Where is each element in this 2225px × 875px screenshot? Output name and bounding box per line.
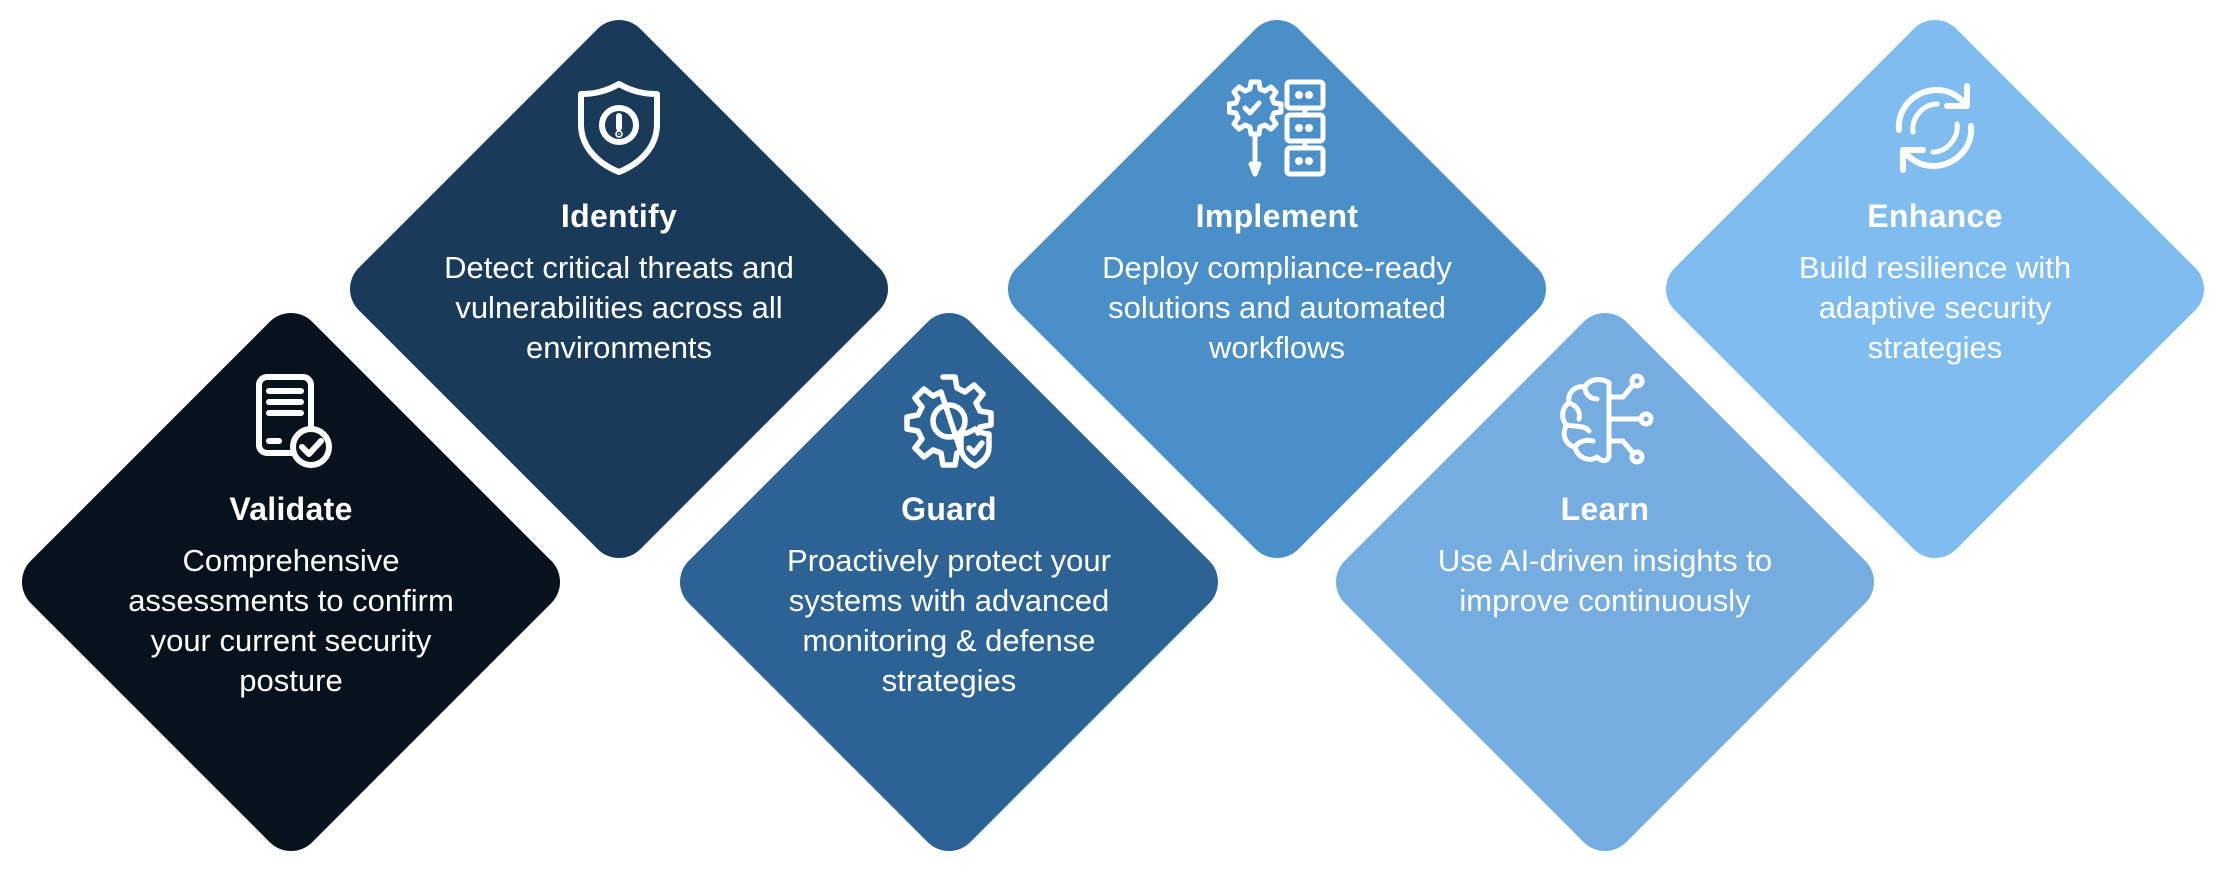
gear-servers-icon xyxy=(1227,78,1327,178)
step-title: Learn xyxy=(1560,491,1650,527)
step-content: Validate Comprehensive assessments to co… xyxy=(91,371,491,801)
step-guard: Guard Proactively protect your systems w… xyxy=(667,300,1231,864)
step-description: Deploy compliance-ready solutions and au… xyxy=(1102,250,1452,365)
step-description: Use AI-driven insights to improve contin… xyxy=(1437,543,1773,618)
step-title: Validate xyxy=(229,491,353,527)
step-content: Enhance Build resilience with adaptive s… xyxy=(1735,78,2135,508)
brain-circuit-icon xyxy=(1555,371,1655,471)
step-content: Learn Use AI-driven insights to improve … xyxy=(1405,371,1805,801)
document-check-icon xyxy=(241,371,341,471)
shield-alert-icon xyxy=(569,78,669,178)
gear-shield-icon xyxy=(899,371,999,471)
step-description: Detect critical threats and vulnerabilit… xyxy=(444,250,794,365)
step-validate: Validate Comprehensive assessments to co… xyxy=(9,300,573,864)
step-content: Identify Detect critical threats and vul… xyxy=(419,78,819,508)
step-learn: Learn Use AI-driven insights to improve … xyxy=(1323,300,1887,864)
step-implement: Implement Deploy compliance-ready soluti… xyxy=(995,7,1559,571)
step-title: Identify xyxy=(560,198,678,234)
step-description: Build resilience with adaptive security … xyxy=(1798,250,2072,365)
step-title: Enhance xyxy=(1867,198,2003,234)
refresh-arrows-icon xyxy=(1885,78,1985,178)
step-content: Guard Proactively protect your systems w… xyxy=(749,371,1149,801)
step-title: Guard xyxy=(901,491,997,527)
step-description: Comprehensive assessments to confirm you… xyxy=(128,543,454,698)
step-content: Implement Deploy compliance-ready soluti… xyxy=(1077,78,1477,508)
step-identify: Identify Detect critical threats and vul… xyxy=(337,7,901,571)
step-title: Implement xyxy=(1195,198,1359,234)
step-description: Proactively protect your systems with ad… xyxy=(787,543,1111,698)
step-enhance: Enhance Build resilience with adaptive s… xyxy=(1653,7,2217,571)
